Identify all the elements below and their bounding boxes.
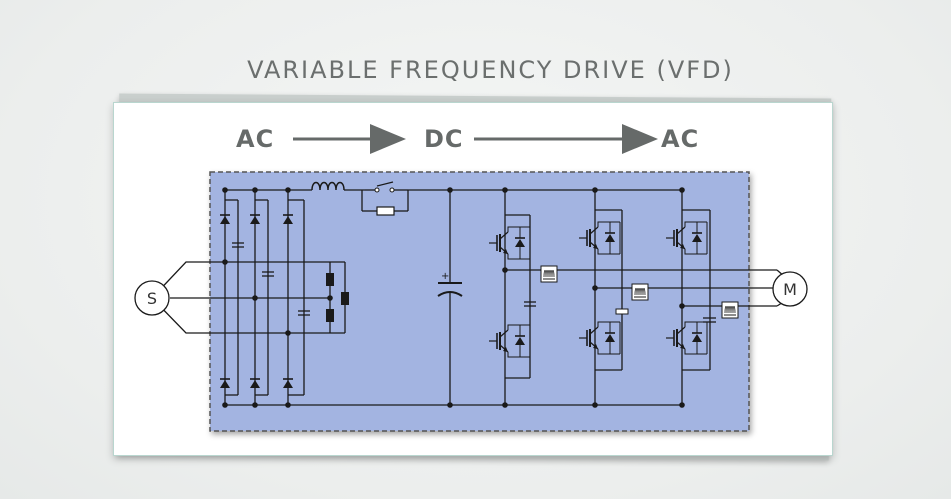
dc-cap-polarity-mark: + [441,271,449,282]
source-label: S [147,289,157,308]
precharge-switch [365,181,408,193]
motor-label: M [783,280,797,299]
flow-label-ac-input: AC [236,125,275,153]
drive-enclosure [209,171,750,432]
page-title: VARIABLE FREQUENCY DRIVE (VFD) [247,56,734,84]
flow-label-dc: DC [424,125,464,153]
filter-capacitors [232,242,310,316]
flow-label-ac-output: AC [661,125,700,153]
input-fuses [326,273,349,322]
precharge-resistor [376,206,395,216]
dc-choke-inductor [311,181,345,191]
motor: M [772,269,808,307]
junction-dots [222,187,685,408]
snubber-resistor [615,308,629,315]
dc-link-capacitor: + [437,271,463,297]
ac-source: S [134,280,170,316]
